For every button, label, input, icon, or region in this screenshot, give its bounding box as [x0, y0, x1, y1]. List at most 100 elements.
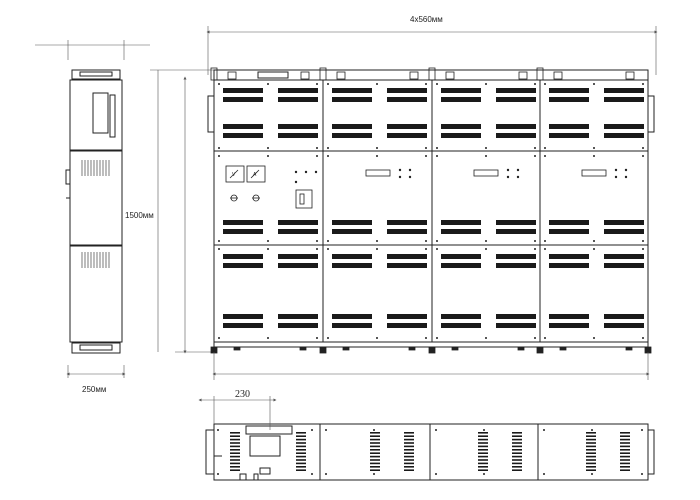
front-feet	[210, 346, 652, 354]
indicator-dot	[408, 168, 412, 172]
vent-slot	[223, 133, 263, 138]
top-vent-slot	[586, 452, 596, 454]
indicator-dot	[624, 168, 628, 172]
vent-slot	[223, 88, 263, 93]
screw-dot	[376, 155, 378, 157]
screw-dot	[593, 337, 595, 339]
top-vent-slot	[404, 449, 414, 451]
screw-dot	[593, 147, 595, 149]
vent-slot	[496, 323, 536, 328]
screw-dot	[485, 240, 487, 242]
top-vent-slot	[586, 438, 596, 441]
vent-slot	[549, 133, 589, 138]
top-view-vents	[230, 432, 630, 471]
vent-slot	[549, 88, 589, 93]
screw-dot	[642, 240, 644, 242]
height-dimension	[150, 69, 215, 354]
screw-dot	[316, 337, 318, 339]
top-vent-slot	[620, 469, 630, 471]
front-top-terminals	[210, 67, 635, 81]
screw-dot	[218, 337, 220, 339]
indicator-dot	[398, 168, 402, 172]
top-vent-slot	[370, 438, 380, 441]
vent-slot	[549, 220, 589, 225]
top-screw-dot	[435, 429, 437, 431]
top-vent-slot	[586, 466, 596, 468]
top-vent-slot	[404, 459, 414, 461]
top-vent-slot	[404, 445, 414, 448]
top-vent-slot	[478, 466, 488, 468]
top-vent-slot	[586, 432, 596, 434]
top-screw-dot	[311, 429, 313, 431]
top-screw-dot	[591, 429, 593, 431]
screw-dot	[425, 83, 427, 85]
top-vent-slot	[404, 442, 414, 444]
top-vent-slot	[404, 466, 414, 468]
indicator-dot	[294, 170, 298, 174]
vent-slot	[387, 97, 427, 102]
top-vent-slot	[478, 449, 488, 451]
top-vent-slot	[296, 449, 306, 451]
top-vent-slot	[296, 462, 306, 465]
screw-dot	[267, 248, 269, 250]
vent-slot	[549, 229, 589, 234]
vent-slot	[223, 97, 263, 102]
screw-dot	[218, 240, 220, 242]
ammeter	[246, 165, 266, 183]
front-foot-pad	[517, 346, 525, 351]
vent-slot	[604, 254, 644, 259]
front-foot-pad	[408, 346, 416, 351]
top-vent-slot	[586, 459, 596, 461]
vent-slot	[387, 263, 427, 268]
vent-slot	[496, 254, 536, 259]
screw-dot	[327, 240, 329, 242]
top-screw-dot	[483, 473, 485, 475]
depth-label: 250мм	[82, 385, 106, 394]
screw-dot	[267, 147, 269, 149]
top-vent-slot	[512, 442, 522, 444]
height-label: 1500мм	[125, 211, 154, 220]
display-window-2	[365, 169, 391, 177]
total-width-dimension	[206, 26, 658, 380]
front-foot-pad	[233, 346, 241, 351]
vent-slot	[278, 97, 318, 102]
top-view-screw-dots	[217, 429, 643, 475]
vent-slot	[496, 88, 536, 93]
top-vent-slot	[370, 442, 380, 444]
display-window-3	[473, 169, 499, 177]
front-foot-pad	[451, 346, 459, 351]
top-vent-slot	[404, 435, 414, 437]
top-vent-slot	[370, 435, 380, 437]
top-vent-slot	[620, 452, 630, 454]
screw-dot	[436, 155, 438, 157]
top-vent-slot	[370, 466, 380, 468]
top-vent-slot	[296, 452, 306, 454]
indicator-dot	[624, 175, 628, 179]
top-view-offset-label: 230	[235, 389, 250, 400]
top-vent-slot	[620, 432, 630, 434]
top-terminal	[227, 71, 237, 80]
top-vent-slot	[620, 455, 630, 458]
screw-dot	[534, 155, 536, 157]
screw-dot	[534, 83, 536, 85]
vent-slot	[496, 220, 536, 225]
top-vent-slot	[230, 432, 240, 434]
indicator-dot	[314, 170, 318, 174]
vent-slot	[278, 263, 318, 268]
screw-dot	[436, 83, 438, 85]
vent-slot	[441, 220, 481, 225]
top-vent-slot	[370, 432, 380, 434]
top-vent-slot	[478, 442, 488, 444]
vent-slot	[278, 314, 318, 319]
vent-slot	[387, 88, 427, 93]
screw-dot	[376, 248, 378, 250]
indicator-dot	[506, 168, 510, 172]
top-vent-slot	[620, 445, 630, 448]
screw-dot	[218, 83, 220, 85]
screw-dot	[376, 147, 378, 149]
top-vent-slot	[370, 452, 380, 454]
top-vent-slot	[512, 445, 522, 448]
vent-slot	[278, 323, 318, 328]
top-vent-slot	[620, 449, 630, 451]
screw-dot	[534, 337, 536, 339]
